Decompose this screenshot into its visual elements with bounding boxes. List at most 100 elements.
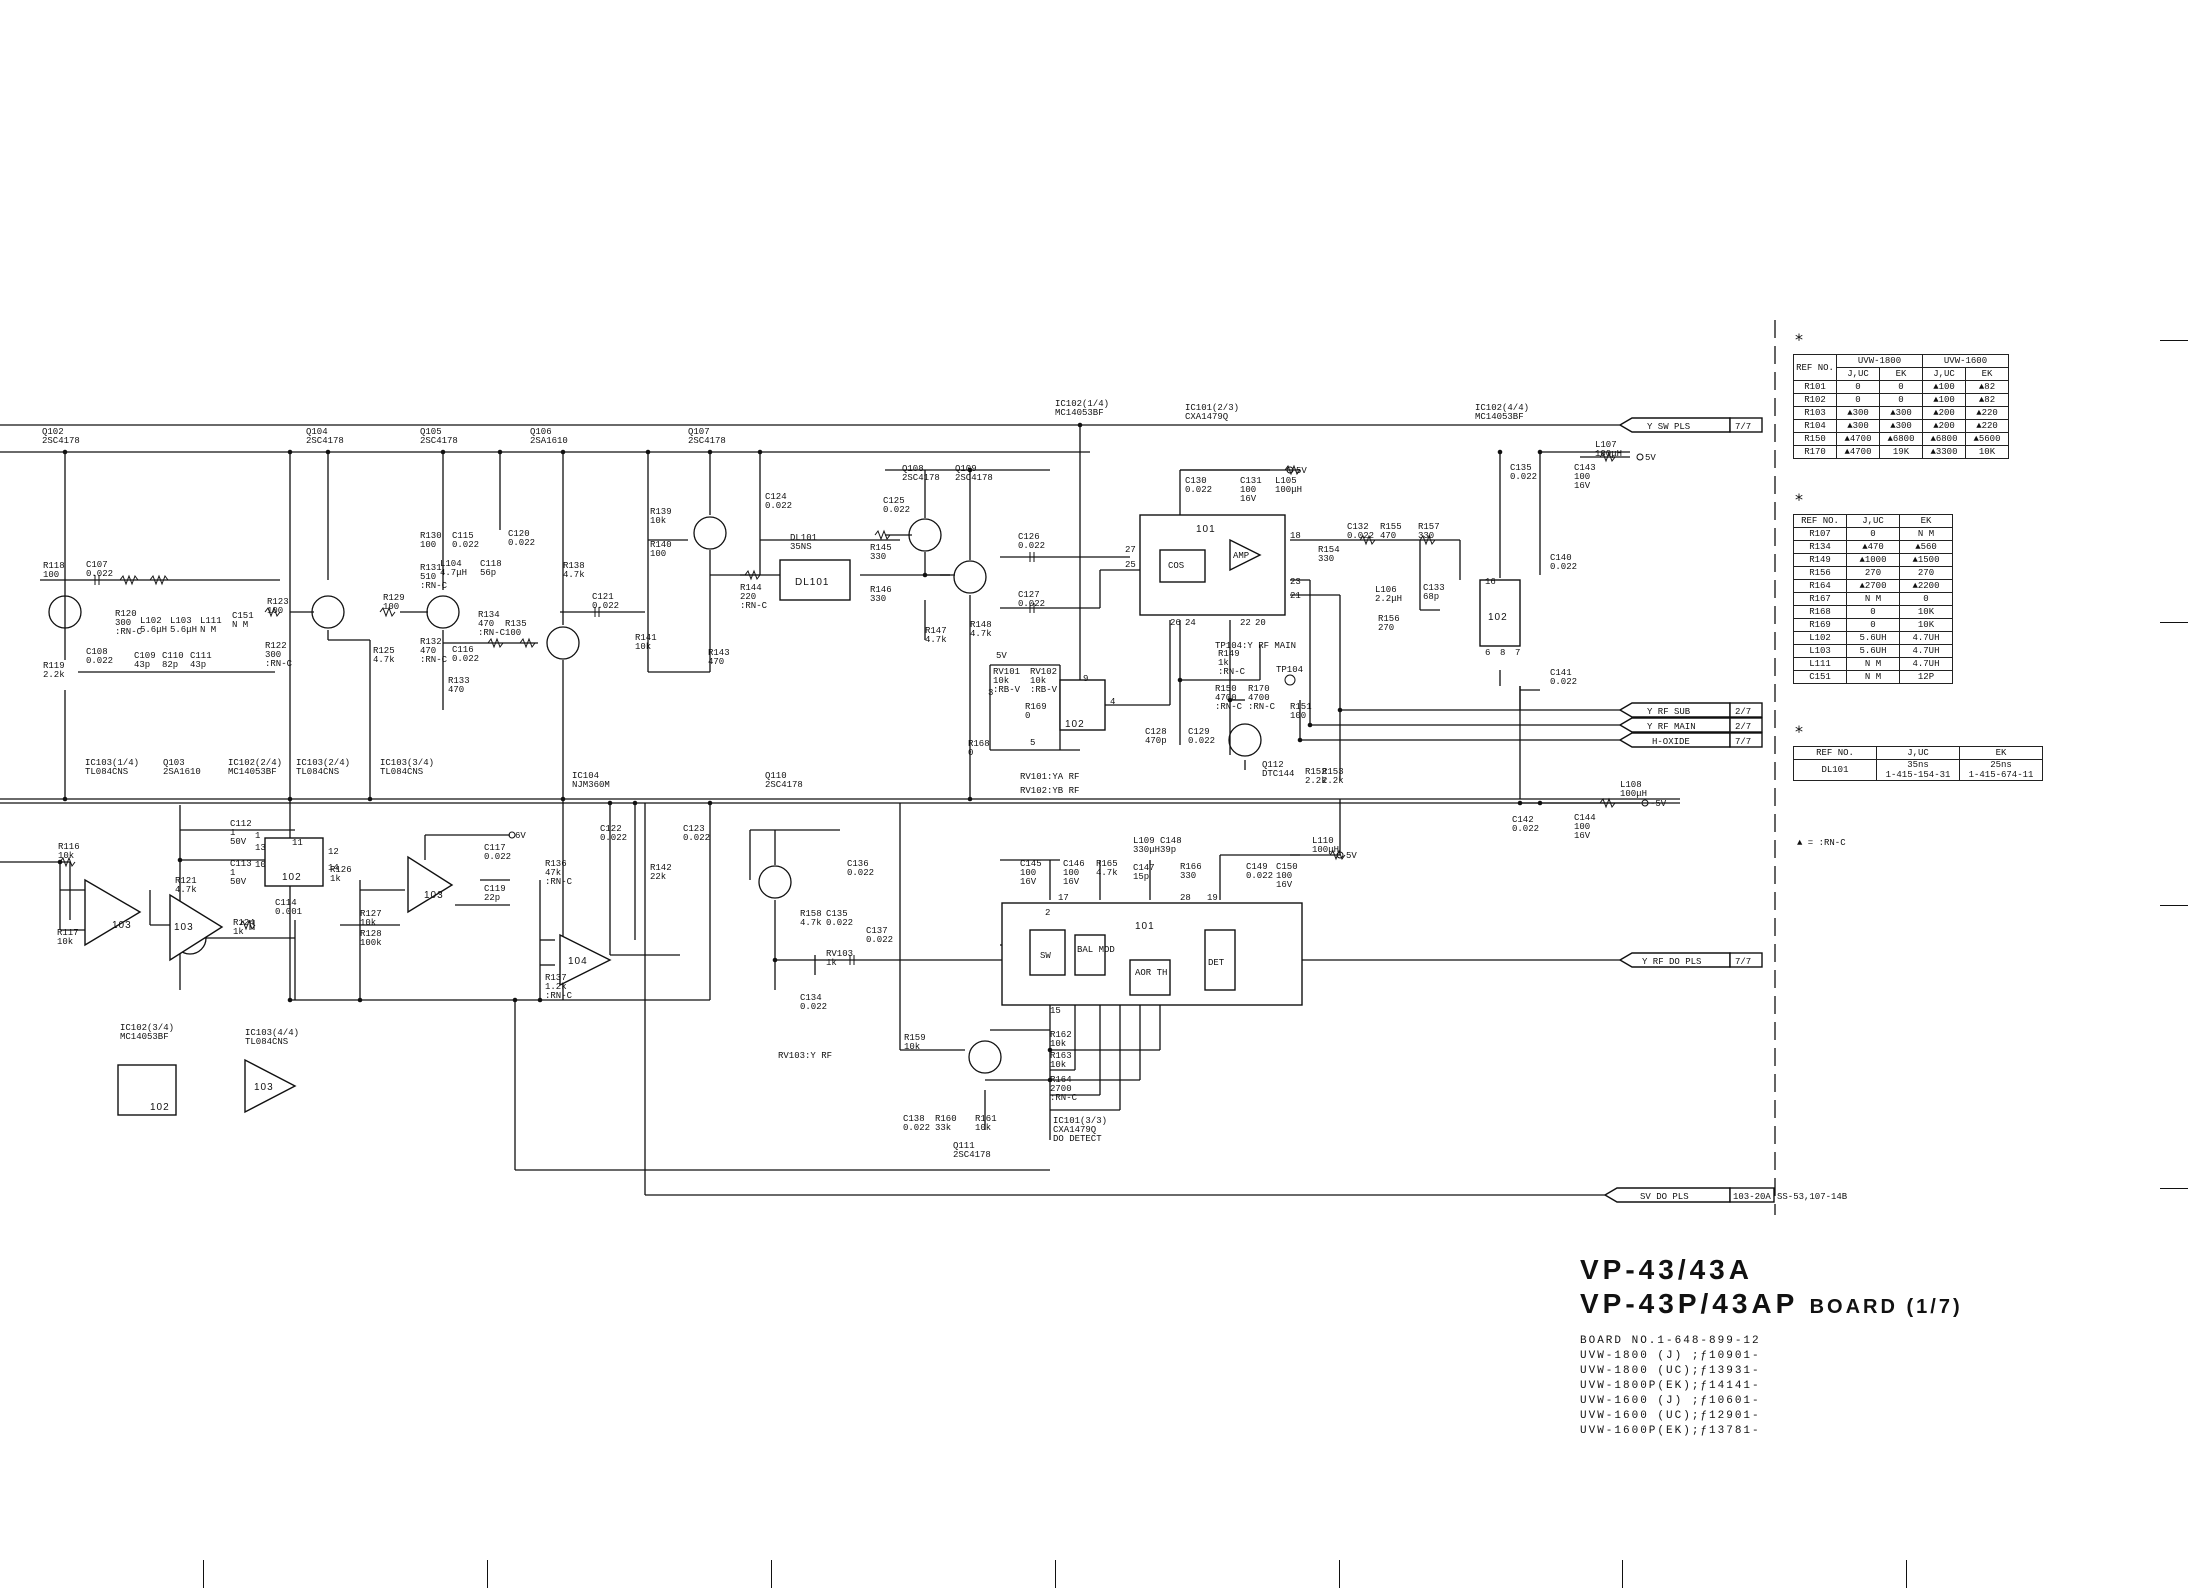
ic-label: IC102(2/4)MC14053BF xyxy=(228,758,282,777)
title-subline: UVW-1800P(EK);ƒ14141- xyxy=(1580,1380,1761,1392)
connector-label: Y RF MAIN xyxy=(1647,722,1696,732)
supply-label: 6V xyxy=(515,831,526,841)
pin-label: 19 xyxy=(1207,893,1218,903)
supply-label: 5V xyxy=(996,651,1007,661)
ic103-2-label: 103 xyxy=(174,922,194,933)
table-cell: ▲5600 xyxy=(1965,432,2009,446)
table-cell: 270 xyxy=(1899,566,1953,580)
connector-label: SV DO PLS xyxy=(1640,1192,1689,1202)
table-cell: ▲6800 xyxy=(1922,432,1966,446)
connector-label: Y RF SUB xyxy=(1647,707,1691,717)
table-cell-line: 4.7UH xyxy=(1912,659,1940,669)
table-cell-line: R149 xyxy=(1809,555,1831,565)
table-cell: J,UC xyxy=(1876,746,1960,760)
connector-page: 2/7 xyxy=(1735,707,1751,717)
ic103-3-label: 103 xyxy=(424,890,444,901)
table-cell: J,UC xyxy=(1836,367,1880,381)
table-cell-line: 10K xyxy=(1917,620,1935,630)
table-cell: R149 xyxy=(1793,553,1847,567)
table-cell: ▲3300 xyxy=(1922,445,1966,459)
ic-label: IC102(4/4)MC14053BF xyxy=(1475,403,1529,422)
title-model: VP-43P/43AP xyxy=(1580,1288,1798,1319)
star-marker: * xyxy=(1795,722,1803,741)
pin-label: 16 xyxy=(1485,577,1496,587)
table-cell: 0 xyxy=(1879,380,1923,394)
table-cell: UVW-1600 xyxy=(1922,354,2009,368)
table-cell: R103 xyxy=(1793,406,1837,420)
ic102-3-label: 102 xyxy=(150,1102,170,1113)
pin-label: 28 xyxy=(1180,893,1191,903)
table-cell: 5.6UH xyxy=(1846,644,1900,658)
table-cell: EK xyxy=(1899,514,1953,528)
table-cell-line: 0 xyxy=(1870,620,1876,630)
table-cell: 5.6UH xyxy=(1846,631,1900,645)
pin-label: 23 xyxy=(1290,577,1301,587)
pin-label: 25 xyxy=(1125,560,1136,570)
table-cell: 10K xyxy=(1899,605,1953,619)
pin-label: 4 xyxy=(1110,697,1115,707)
table-cell: 0 xyxy=(1846,618,1900,632)
aorth-label: AOR TH xyxy=(1135,968,1167,978)
component-symbols xyxy=(59,451,1649,965)
table-cell: ▲100 xyxy=(1922,393,1966,407)
table-cell: ▲82 xyxy=(1965,380,2009,394)
table-cell-line: ▲470 xyxy=(1862,542,1884,552)
table-cell-line: DL101 xyxy=(1821,765,1849,775)
table-cell: ▲300 xyxy=(1836,406,1880,420)
table-cell-line: R169 xyxy=(1809,620,1831,630)
table-cell-line: 5.6UH xyxy=(1859,646,1887,656)
test-point-label: TP104:Y RF MAIN xyxy=(1215,641,1296,651)
table-cell-line: 4.7UH xyxy=(1912,633,1940,643)
ic-label: IC101(2/3)CXA1479Q xyxy=(1185,403,1239,422)
star-marker: * xyxy=(1795,490,1803,509)
table-cell-line: 270 xyxy=(1917,568,1935,578)
pin-label: 3 xyxy=(988,688,993,698)
table-cell: ▲200 xyxy=(1922,406,1966,420)
balmod-label: BAL MOD xyxy=(1077,945,1115,955)
